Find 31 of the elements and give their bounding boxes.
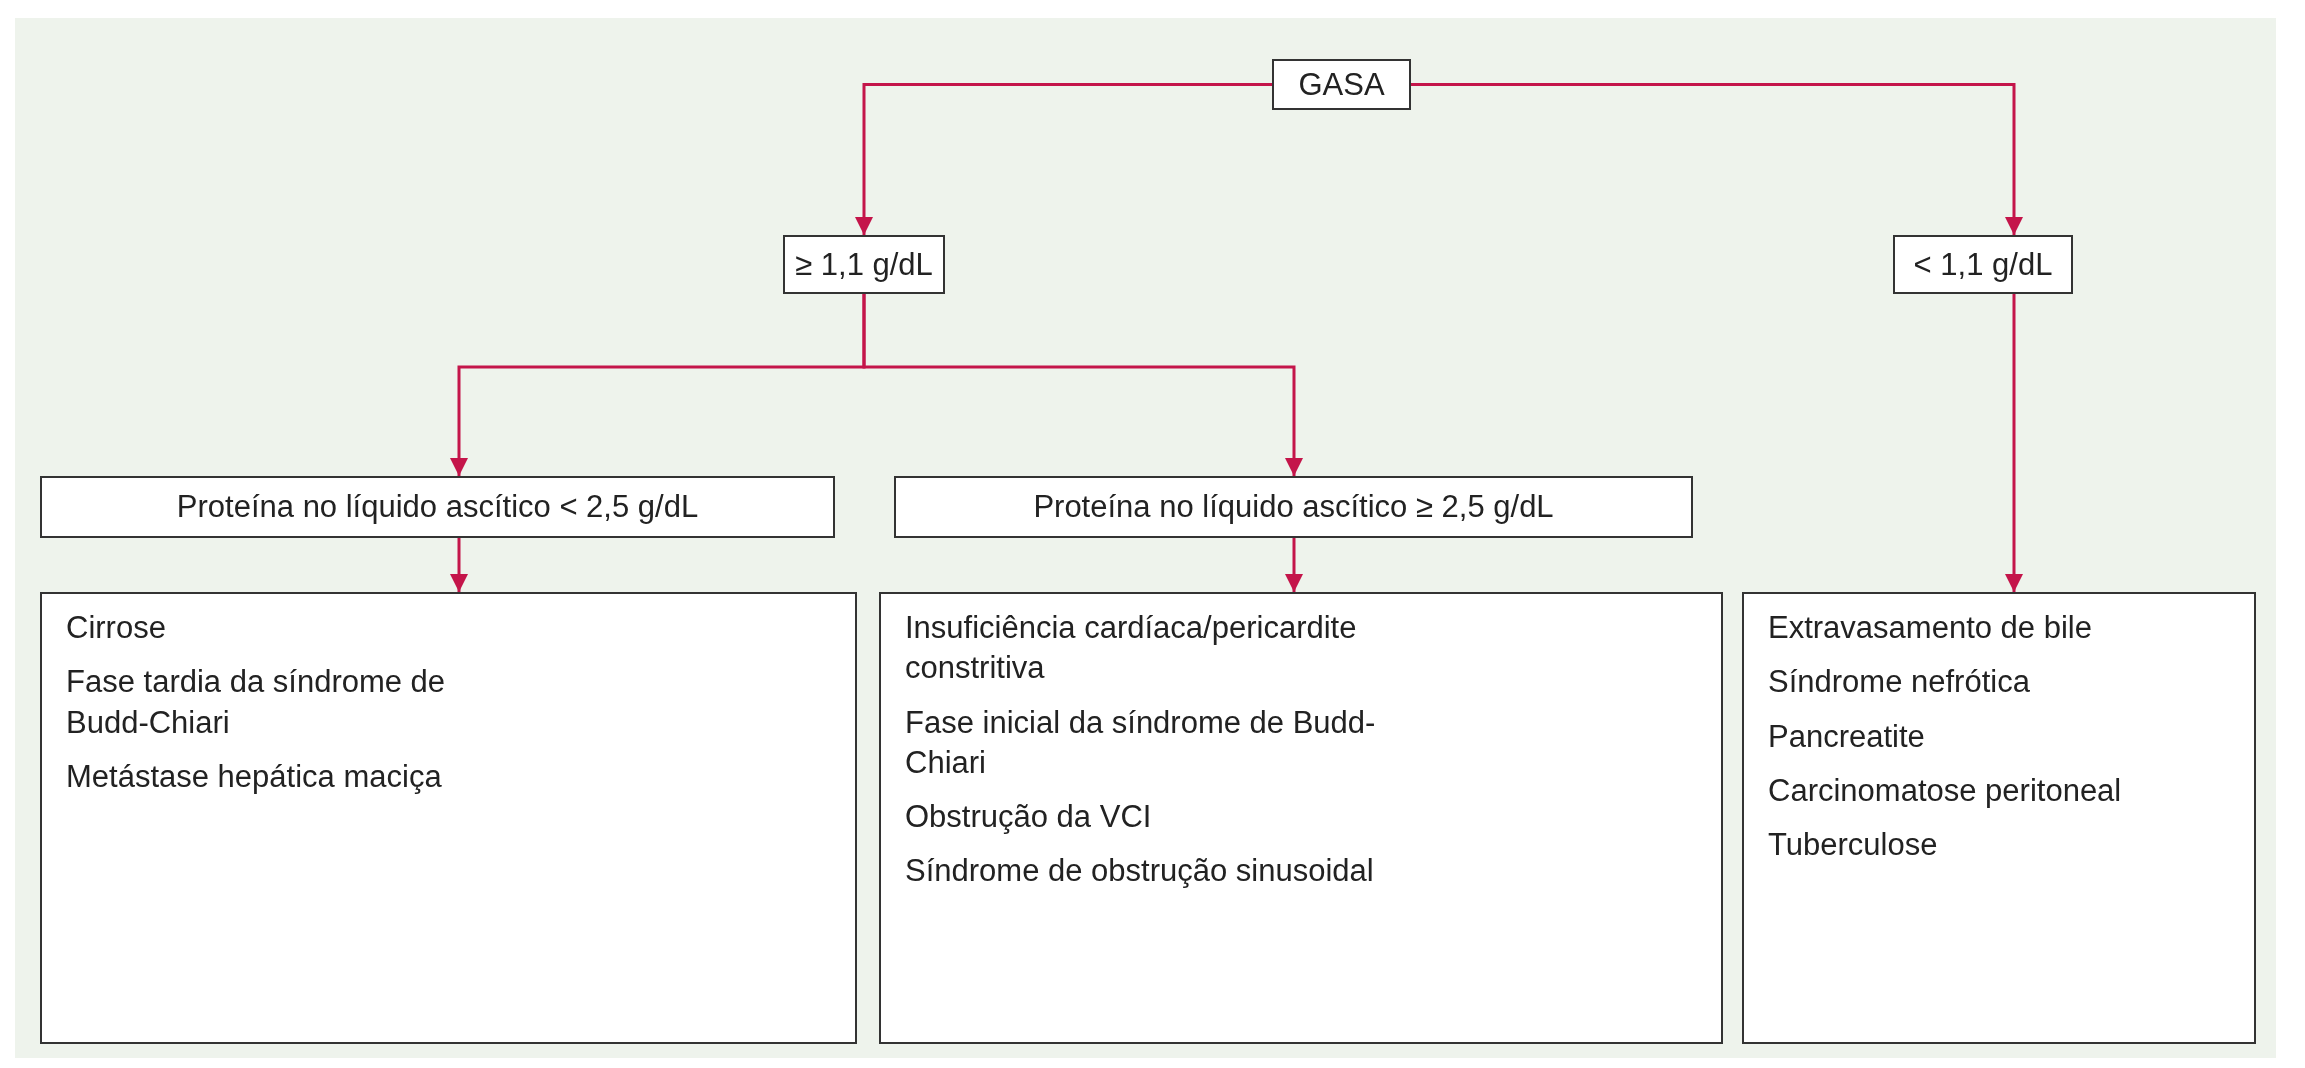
diagnosis-item: Síndrome de obstrução sinusoidal [905,852,1375,891]
arrow [855,83,1272,235]
criterion-label: ≥ 1,1 g/dL [795,246,933,283]
arrow [450,538,468,592]
diagnosis-item: Insuficiência cardíaca/pericardite constritiva [905,609,1358,688]
decision-box [1893,235,2073,294]
diagnosis-box [40,592,857,1044]
diagnosis-box [1742,592,2256,1044]
decision-box [894,476,1693,538]
diagnosis-item: Fase tardia da síndrome de Budd-Chiari [66,663,447,742]
criterion-label: GASA [1298,66,1385,103]
diagnosis-item: Metástase hepática maciça [66,757,443,796]
criterion-label: Proteína no líquido ascítico < 2,5 g/dL [176,489,699,525]
diagnosis-item: Tuberculose [1768,826,1939,865]
diagnosis-item: Síndrome nefrótica [1768,663,2031,702]
diagnosis-item: Obstrução da VCI [905,798,1153,837]
arrow [862,294,1303,476]
arrow [1411,83,2023,235]
diagnosis-box [879,592,1723,1044]
decision-box [1272,59,1411,110]
diagnosis-item: Pancreatite [1768,717,1926,756]
diagnosis-item: Carcinomatose peritoneal [1768,771,2123,810]
decision-box [783,235,945,294]
criterion-label: Proteína no líquido ascítico ≥ 2,5 g/dL [1033,489,1554,525]
arrow [1285,538,1303,592]
diagnosis-item: Extravasamento de bile [1768,609,2093,647]
diagnosis-item: Cirrose [66,609,167,647]
arrow [2005,294,2023,592]
criterion-label: < 1,1 g/dL [1913,246,2053,283]
decision-box [40,476,835,538]
diagnosis-item: Fase inicial da síndrome de Budd-Chiari [905,703,1377,782]
